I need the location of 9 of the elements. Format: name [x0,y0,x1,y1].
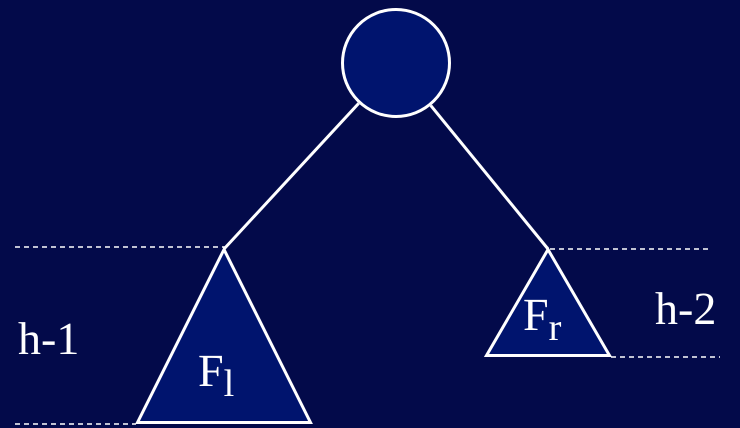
tree-edge [430,104,550,250]
tree-edge [222,102,360,250]
subtree-triangle [136,248,312,424]
subtree-label: F$_{r}$ [523,292,562,348]
subtree-triangle [485,248,611,357]
height-label: h-2 [655,286,716,332]
tree-node-circle [341,8,451,118]
height-label: h-1 [18,316,80,362]
subtree-label: F$_{l}$ [198,348,234,404]
